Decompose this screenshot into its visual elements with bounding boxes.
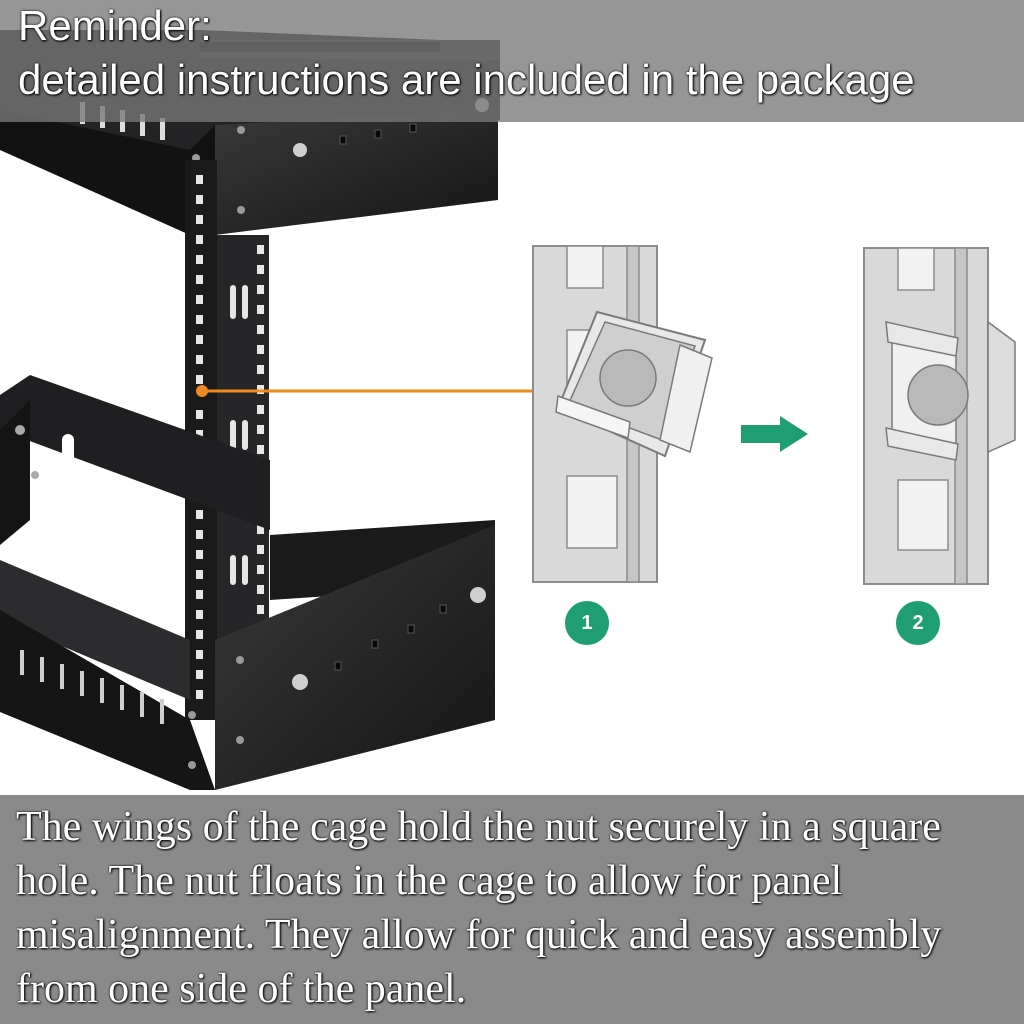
open-frame-rack: [0, 30, 500, 790]
step-1-illustration: [532, 245, 713, 583]
step-1-badge: 1: [565, 601, 609, 645]
caption-banner: The wings of the cage hold the nut secur…: [0, 795, 1024, 1024]
caption-text: The wings of the cage hold the nut secur…: [16, 804, 942, 1012]
step-2-illustration: [863, 247, 1016, 585]
reminder-banner: Reminder: detailed instructions are incl…: [0, 0, 1024, 122]
arrow-right-icon: [741, 416, 808, 452]
reminder-text: detailed instructions are included in th…: [18, 56, 915, 103]
reminder-title: Reminder:: [18, 2, 212, 49]
step-2-badge: 2: [896, 601, 940, 645]
